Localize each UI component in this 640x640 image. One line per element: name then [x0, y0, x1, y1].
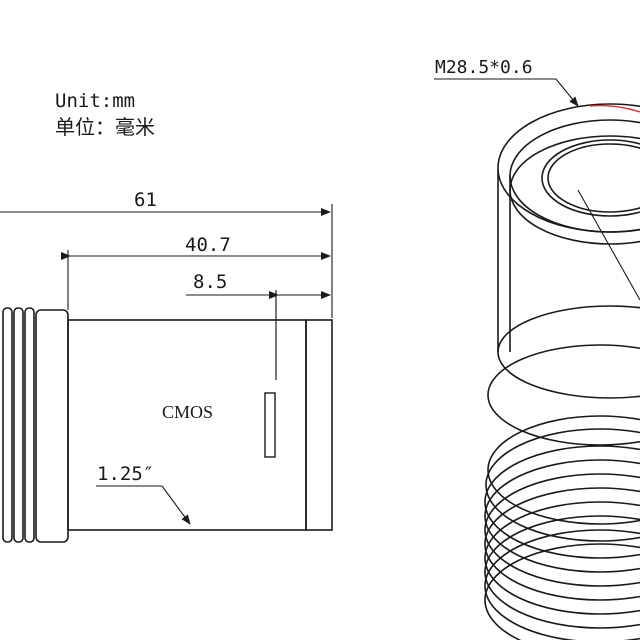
iso-lens-opening-inner [547, 143, 640, 213]
side-view [2, 290, 333, 543]
dimension-lines [0, 204, 333, 525]
iso-accent-edge [589, 104, 640, 113]
sensor-rect [264, 392, 276, 458]
iso-top-rim-lip [509, 135, 640, 245]
thread-rings [2, 307, 69, 543]
sensor-format-label: 1.25″ [97, 463, 155, 485]
iso-diagonal-leader [577, 189, 640, 301]
dim-label-overall-length: 61 [134, 189, 157, 211]
end-cap [305, 319, 333, 531]
iso-lens-opening-outer [541, 139, 640, 217]
sensor-label: CMOS [162, 402, 214, 422]
dim-label-body-length: 40.7 [185, 234, 231, 256]
iso-thread-rings [484, 344, 640, 640]
iso-top-rim-inner [509, 119, 640, 233]
thread-spec-label: M28.5*0.6 [435, 57, 533, 78]
camera-body [67, 319, 307, 531]
units-label-en: Unit:mm [55, 90, 136, 112]
iso-body-base [497, 305, 640, 399]
dim-label-sensor-offset: 8.5 [193, 271, 228, 293]
isometric-view [434, 78, 640, 640]
units-label-zh: 单位：毫米 [55, 115, 155, 139]
